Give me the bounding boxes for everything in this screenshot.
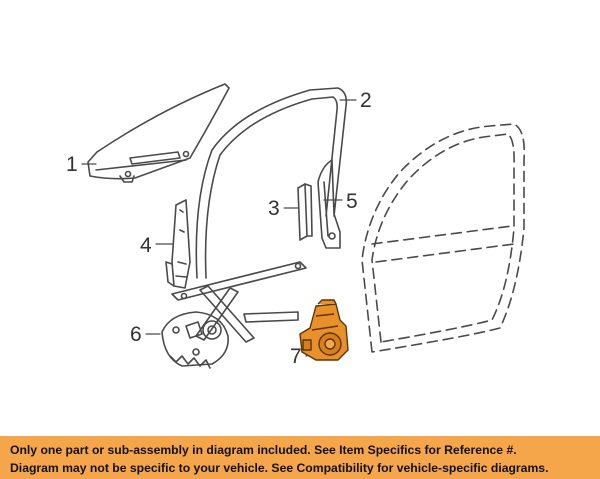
glass-channel-strip — [297, 183, 313, 241]
callout-7: 7 — [290, 345, 302, 368]
callout-3: 3 — [268, 197, 280, 220]
callout-5: 5 — [346, 190, 358, 213]
callout-4: 4 — [140, 234, 152, 257]
window-motor — [299, 299, 349, 361]
door-outline — [361, 123, 526, 353]
lower-channel-bracket — [165, 199, 191, 289]
door-glass — [87, 83, 230, 183]
callout-2: 2 — [360, 89, 372, 112]
parts-diagram — [81, 83, 526, 369]
callout-1: 1 — [66, 153, 78, 176]
disclaimer-line-2: Diagram may not be specific to your vehi… — [10, 461, 549, 475]
disclaimer-line-1: Only one part or sub-assembly in diagram… — [10, 443, 517, 457]
callout-6: 6 — [130, 323, 142, 346]
disclaimer-banner: Only one part or sub-assembly in diagram… — [0, 436, 600, 479]
leader-lines — [81, 99, 357, 357]
glass-run-channel — [195, 87, 348, 279]
window-regulator — [161, 261, 307, 369]
rear-run-channel — [317, 159, 341, 249]
